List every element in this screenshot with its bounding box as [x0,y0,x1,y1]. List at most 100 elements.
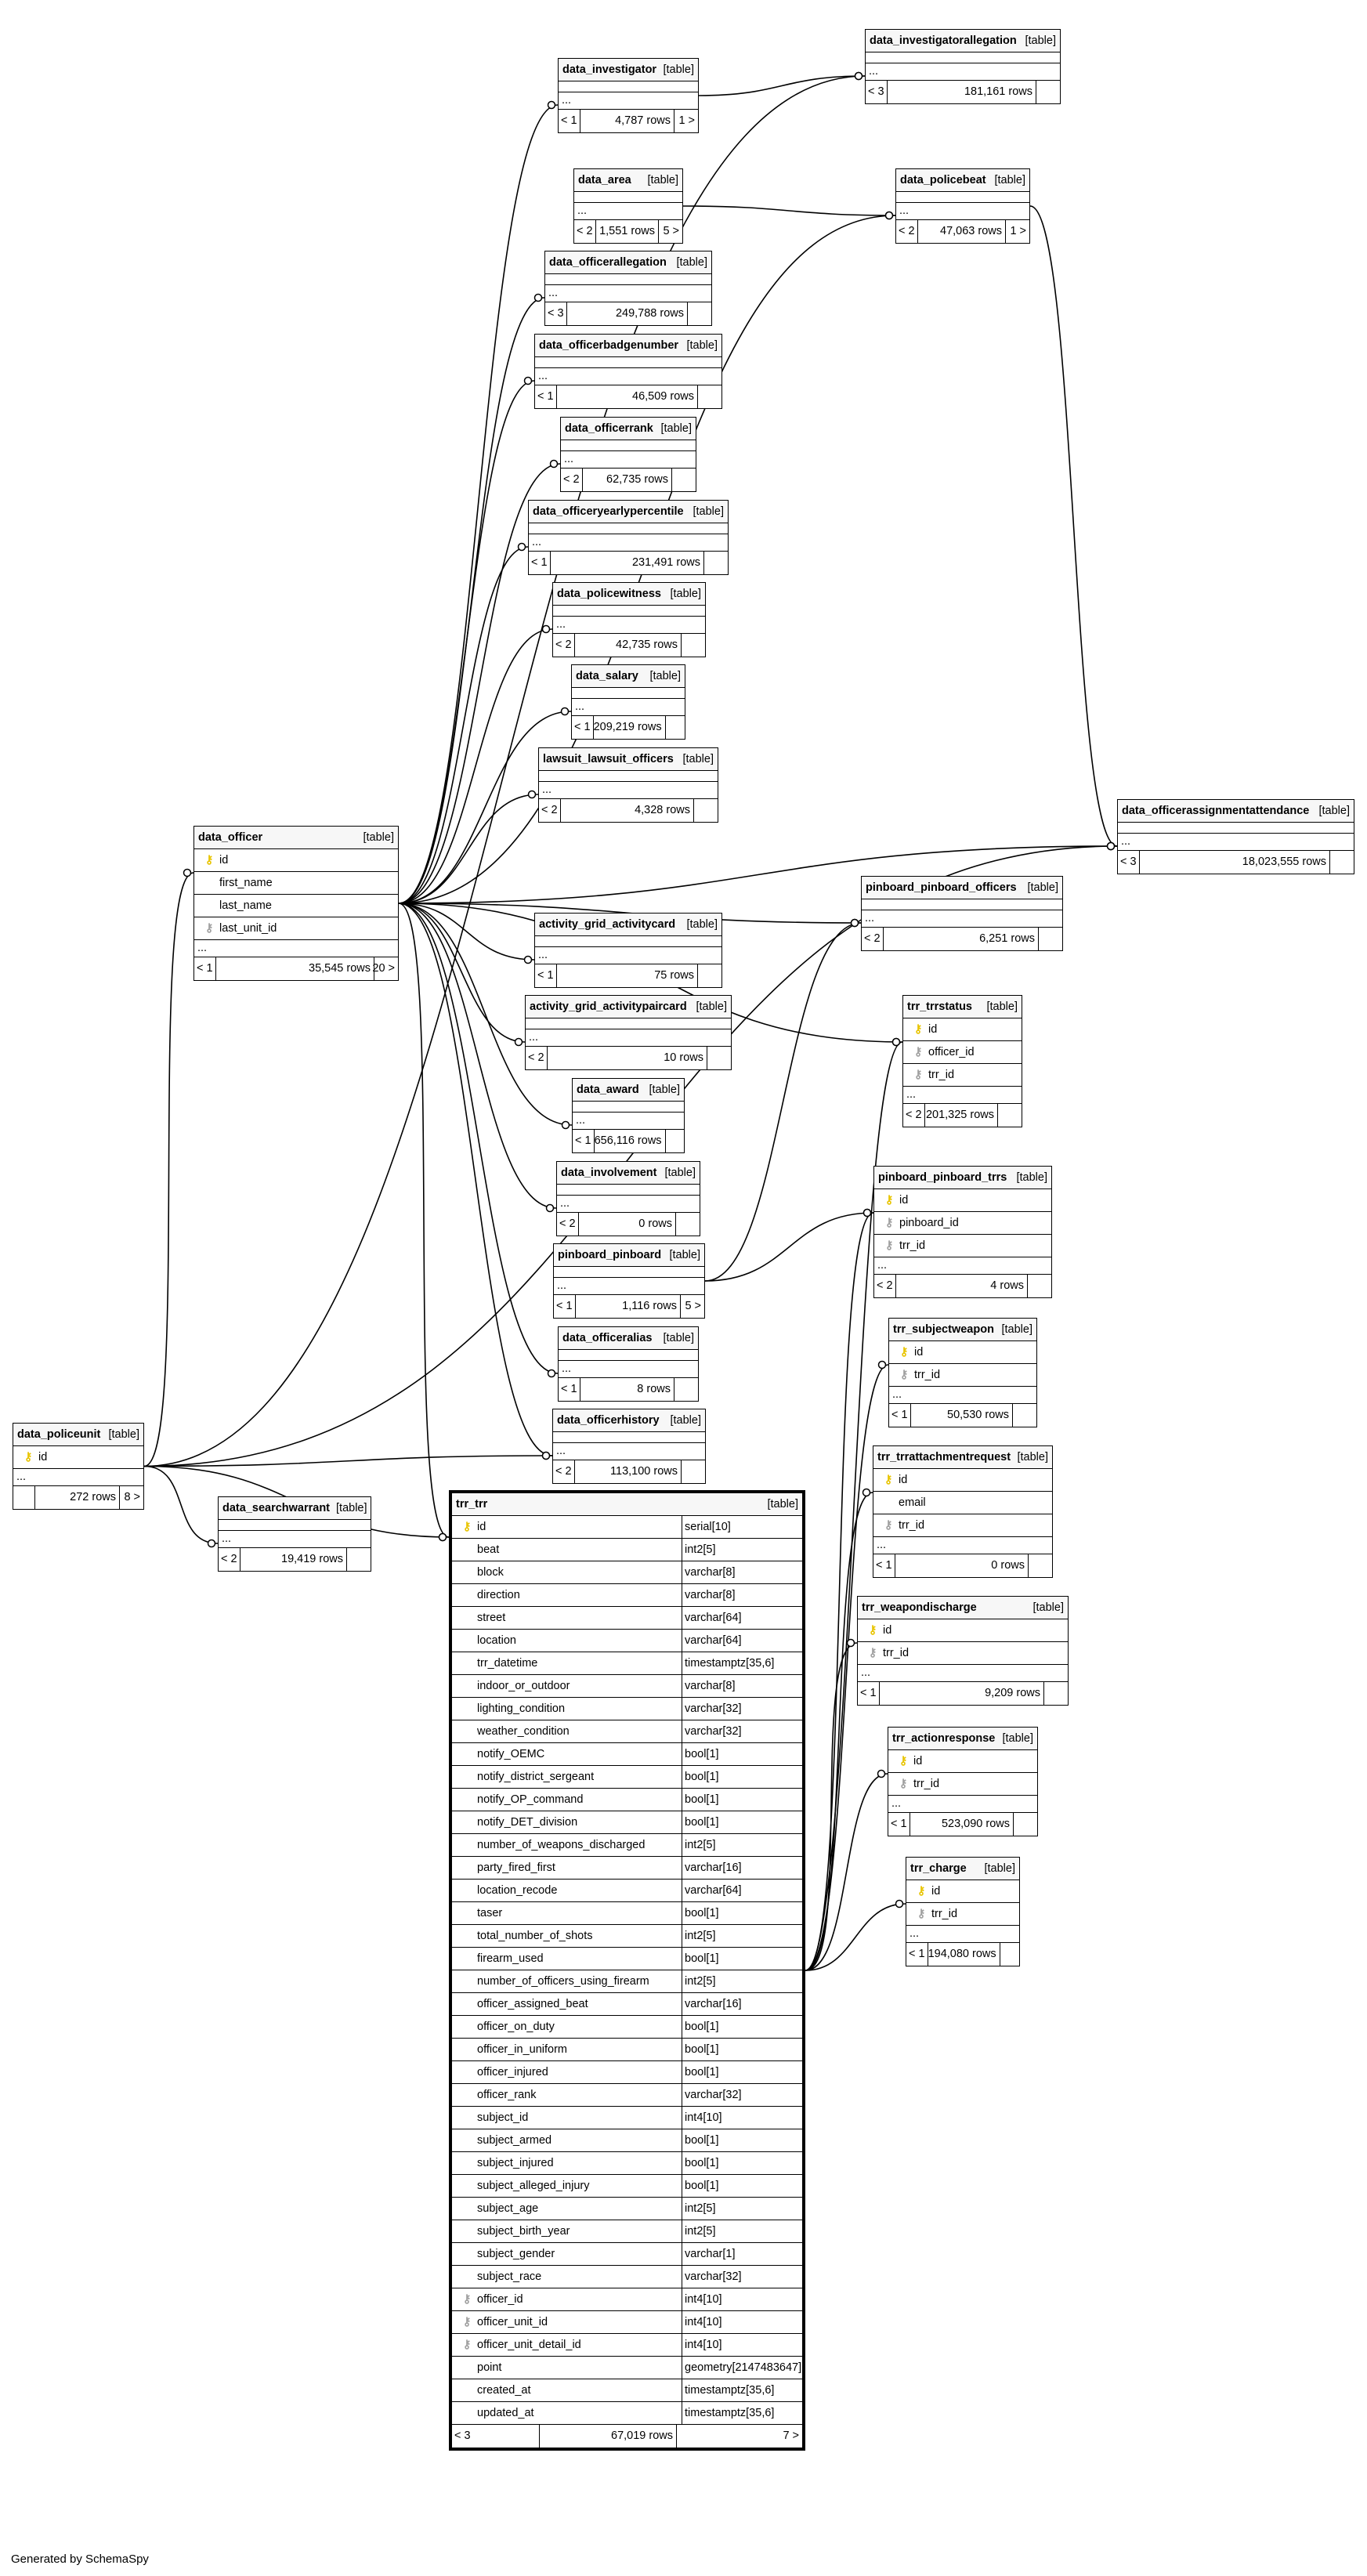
column-row[interactable]: ⚷trr_id [889,1364,1036,1387]
table-header[interactable]: data_policebeat[table] [896,169,1029,192]
children-count[interactable]: 8 > [124,1491,140,1504]
column-row[interactable]: last_name [194,895,398,917]
table-header[interactable]: trr_trrstatus[table] [903,996,1022,1018]
parents-count[interactable]: < 2 [561,469,583,491]
column-row[interactable]: ⚷id [194,849,398,872]
parents-count[interactable]: < 1 [858,1682,880,1705]
column-row[interactable]: ⚷officer_id [903,1041,1022,1064]
table-header[interactable]: activity_grid_activitypaircard[table] [526,996,731,1018]
column-row[interactable]: ⚷last_unit_id [194,917,398,940]
children-count[interactable] [666,716,685,739]
table-header[interactable]: trr_trr[table] [452,1493,802,1516]
table-header[interactable]: data_officerassignmentattendance[table] [1118,800,1354,823]
table-header[interactable]: data_investigator[table] [559,59,698,81]
children-count[interactable] [694,799,718,822]
children-count[interactable] [698,964,721,987]
table-header[interactable]: data_officerrank[table] [561,418,696,440]
table-pinboard-pinboard-trrs[interactable]: pinboard_pinboard_trrs[table]⚷id⚷pinboar… [873,1166,1052,1298]
children-count[interactable] [676,1213,700,1236]
parents-count[interactable]: < 2 [557,1213,579,1236]
parents-count[interactable]: < 1 [559,110,580,132]
table-header[interactable]: data_investigatorallegation[table] [866,30,1060,52]
parents-count[interactable]: < 2 [526,1047,548,1069]
parents-count[interactable]: < 1 [194,957,216,980]
parents-count[interactable]: < 1 [572,716,594,739]
column-row[interactable]: ⚷id [873,1469,1052,1492]
table-activity-grid-activitypaircard[interactable]: activity_grid_activitypaircard[table]...… [525,995,732,1070]
parents-count[interactable]: < 1 [529,552,551,574]
children-count[interactable] [998,1104,1022,1127]
children-count[interactable]: 1 > [1010,225,1026,238]
table-trr-weapondischarge[interactable]: trr_weapondischarge[table]⚷id⚷trr_id...<… [857,1596,1069,1706]
column-row[interactable]: ⚷id [874,1189,1051,1212]
column-row[interactable]: ⚷trr_id [874,1235,1051,1257]
table-header[interactable]: pinboard_pinboard_trrs[table] [874,1167,1051,1189]
children-count[interactable] [1028,1275,1051,1297]
children-count[interactable]: 20 > [372,962,395,975]
column-row[interactable]: ⚷id [903,1018,1022,1041]
children-count[interactable] [1000,1943,1019,1966]
children-count[interactable] [707,1047,731,1069]
parents-count[interactable]: < 3 [1118,851,1140,874]
parents-count[interactable]: < 1 [888,1813,910,1836]
column-row[interactable]: ⚷trr_id [858,1642,1068,1665]
table-header[interactable]: activity_grid_activitycard[table] [535,914,721,936]
parents-count[interactable]: < 1 [535,964,557,987]
children-count[interactable] [674,1378,698,1401]
table-header[interactable]: pinboard_pinboard[table] [554,1244,704,1267]
children-count[interactable] [688,302,711,325]
children-count[interactable]: 5 > [685,1300,701,1313]
parents-count[interactable]: < 1 [554,1295,576,1318]
table-header[interactable]: data_officerbadgenumber[table] [535,335,721,357]
children-count[interactable]: 7 > [783,2429,799,2443]
column-row[interactable]: first_name [194,872,398,895]
parents-count[interactable] [13,1486,35,1509]
column-row[interactable]: ⚷id [858,1619,1068,1642]
parents-count[interactable]: < 1 [906,1943,928,1966]
children-count[interactable] [1330,851,1354,874]
column-row[interactable]: ⚷id [906,1880,1019,1903]
table-header[interactable]: lawsuit_lawsuit_officers[table] [539,748,718,771]
children-count[interactable] [698,385,721,408]
table-data-officeryearlypercentile[interactable]: data_officeryearlypercentile[table]...< … [528,500,729,575]
parents-count[interactable]: < 2 [219,1548,240,1571]
column-row[interactable]: ⚷id [889,1341,1036,1364]
table-trr-trrstatus[interactable]: trr_trrstatus[table]⚷id⚷officer_id⚷trr_i… [902,995,1022,1127]
table-header[interactable]: data_officeryearlypercentile[table] [529,501,728,523]
